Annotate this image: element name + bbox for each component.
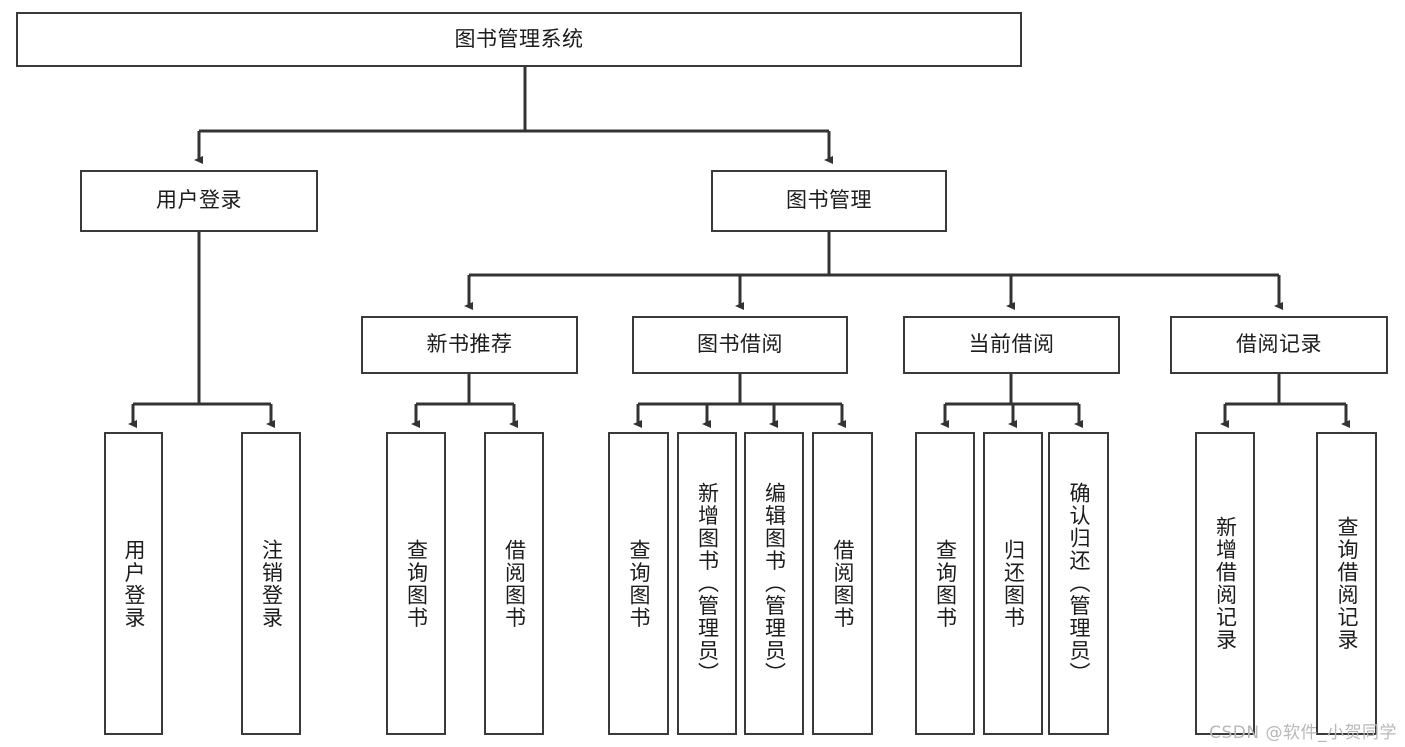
node-current-borrow[interactable]: 当前借阅 xyxy=(903,316,1120,374)
leaf-book-borrow-add[interactable]: 新增图书（管理员） xyxy=(677,432,737,735)
node-label: 用户登录 xyxy=(156,188,242,213)
node-label: 借阅记录 xyxy=(1236,332,1322,357)
leaf-user-login-logout[interactable]: 注销登录 xyxy=(241,432,301,735)
node-label: 查询图书 xyxy=(933,538,958,629)
leaf-current-borrow-query[interactable]: 查询图书 xyxy=(915,432,975,735)
leaf-new-book-borrow[interactable]: 借阅图书 xyxy=(484,432,544,735)
leaf-book-borrow-edit[interactable]: 编辑图书（管理员） xyxy=(744,432,804,735)
node-label: 图书借阅 xyxy=(697,332,783,357)
node-label: 新增图书（管理员） xyxy=(695,482,720,685)
node-label: 用户登录 xyxy=(121,538,146,629)
node-label: 当前借阅 xyxy=(968,332,1055,357)
node-label: 新增借阅记录 xyxy=(1213,516,1238,651)
node-label: 图书管理 xyxy=(786,188,872,213)
node-label: 查询借阅记录 xyxy=(1334,516,1359,651)
node-label: 图书管理系统 xyxy=(454,26,584,51)
node-book-management[interactable]: 图书管理 xyxy=(711,170,947,232)
node-root-system[interactable]: 图书管理系统 xyxy=(16,12,1022,67)
node-label: 查询图书 xyxy=(404,538,429,629)
leaf-book-borrow-borrow[interactable]: 借阅图书 xyxy=(812,432,873,735)
node-new-book-recommend[interactable]: 新书推荐 xyxy=(361,316,578,374)
node-label: 注销登录 xyxy=(259,538,284,629)
node-label: 借阅图书 xyxy=(830,538,855,629)
node-label: 新书推荐 xyxy=(426,332,513,357)
node-label: 归还图书 xyxy=(1001,538,1026,629)
watermark: CSDN @软件_小贺同学 xyxy=(1209,723,1397,743)
leaf-current-borrow-return[interactable]: 归还图书 xyxy=(983,432,1043,735)
leaf-borrow-record-add[interactable]: 新增借阅记录 xyxy=(1195,432,1255,735)
node-book-borrow[interactable]: 图书借阅 xyxy=(632,316,848,374)
node-label: 确认归还（管理员） xyxy=(1066,482,1091,685)
node-label: 查询图书 xyxy=(626,538,651,629)
leaf-current-borrow-confirm-return[interactable]: 确认归还（管理员） xyxy=(1048,432,1109,735)
leaf-borrow-record-query[interactable]: 查询借阅记录 xyxy=(1316,432,1377,735)
node-label: 借阅图书 xyxy=(502,538,527,629)
node-borrow-record[interactable]: 借阅记录 xyxy=(1170,316,1388,374)
node-label: 编辑图书（管理员） xyxy=(762,482,787,685)
leaf-user-login-login[interactable]: 用户登录 xyxy=(104,432,163,735)
leaf-book-borrow-query[interactable]: 查询图书 xyxy=(608,432,669,735)
leaf-new-book-query[interactable]: 查询图书 xyxy=(386,432,446,735)
node-user-login[interactable]: 用户登录 xyxy=(80,170,318,232)
